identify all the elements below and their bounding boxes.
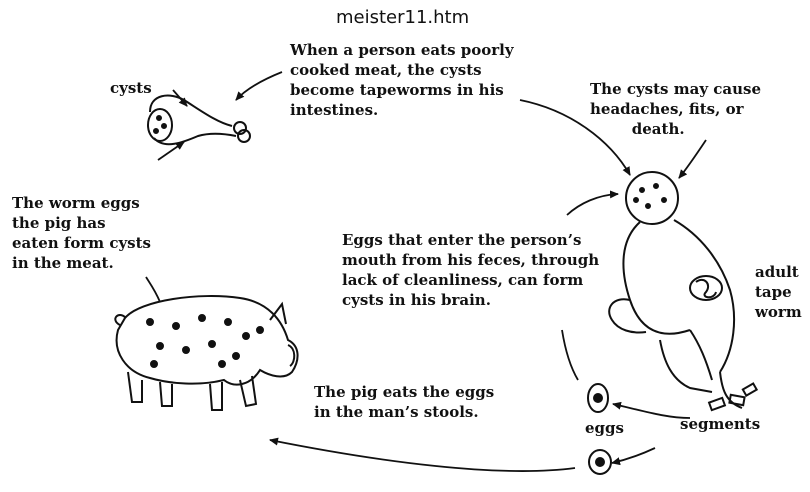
arrow-feces-to-mouth: [562, 330, 578, 380]
arrow-meat-to-ham: [236, 72, 282, 100]
label-segments: segments: [680, 414, 760, 434]
egg-icon-upper: [588, 384, 608, 412]
arrow-cysts-to-head: [679, 140, 706, 178]
arrow-pig-to-text: [146, 277, 160, 302]
label-adult-worm: adult tape worm: [755, 262, 802, 322]
man-figure-icon: [609, 172, 742, 408]
label-eggs: eggs: [585, 418, 624, 438]
label-worm-eggs: The worm eggs the pig has eaten form cys…: [12, 193, 151, 273]
label-cause-headaches: The cysts may cause headaches, fits, or …: [590, 79, 761, 139]
arrow-brain-cysts: [567, 194, 618, 215]
pig-icon: [115, 296, 297, 410]
ham-leg-icon: [148, 96, 250, 145]
label-cysts: cysts: [110, 78, 152, 98]
egg-icon-lower: [589, 450, 611, 474]
arrow-segments-to-stool-egg: [612, 448, 655, 463]
cysts-arrow-upper: [173, 90, 187, 106]
arrow-segments-to-eggs: [613, 404, 690, 418]
label-eats-meat: When a person eats poorly cooked meat, t…: [290, 40, 514, 120]
label-eggs-enter: Eggs that enter the person’s mouth from …: [342, 230, 599, 310]
label-pig-eats: The pig eats the eggs in the man’s stool…: [314, 382, 494, 422]
worm-segments-icon: [709, 384, 757, 411]
arrow-to-pig: [270, 440, 575, 471]
